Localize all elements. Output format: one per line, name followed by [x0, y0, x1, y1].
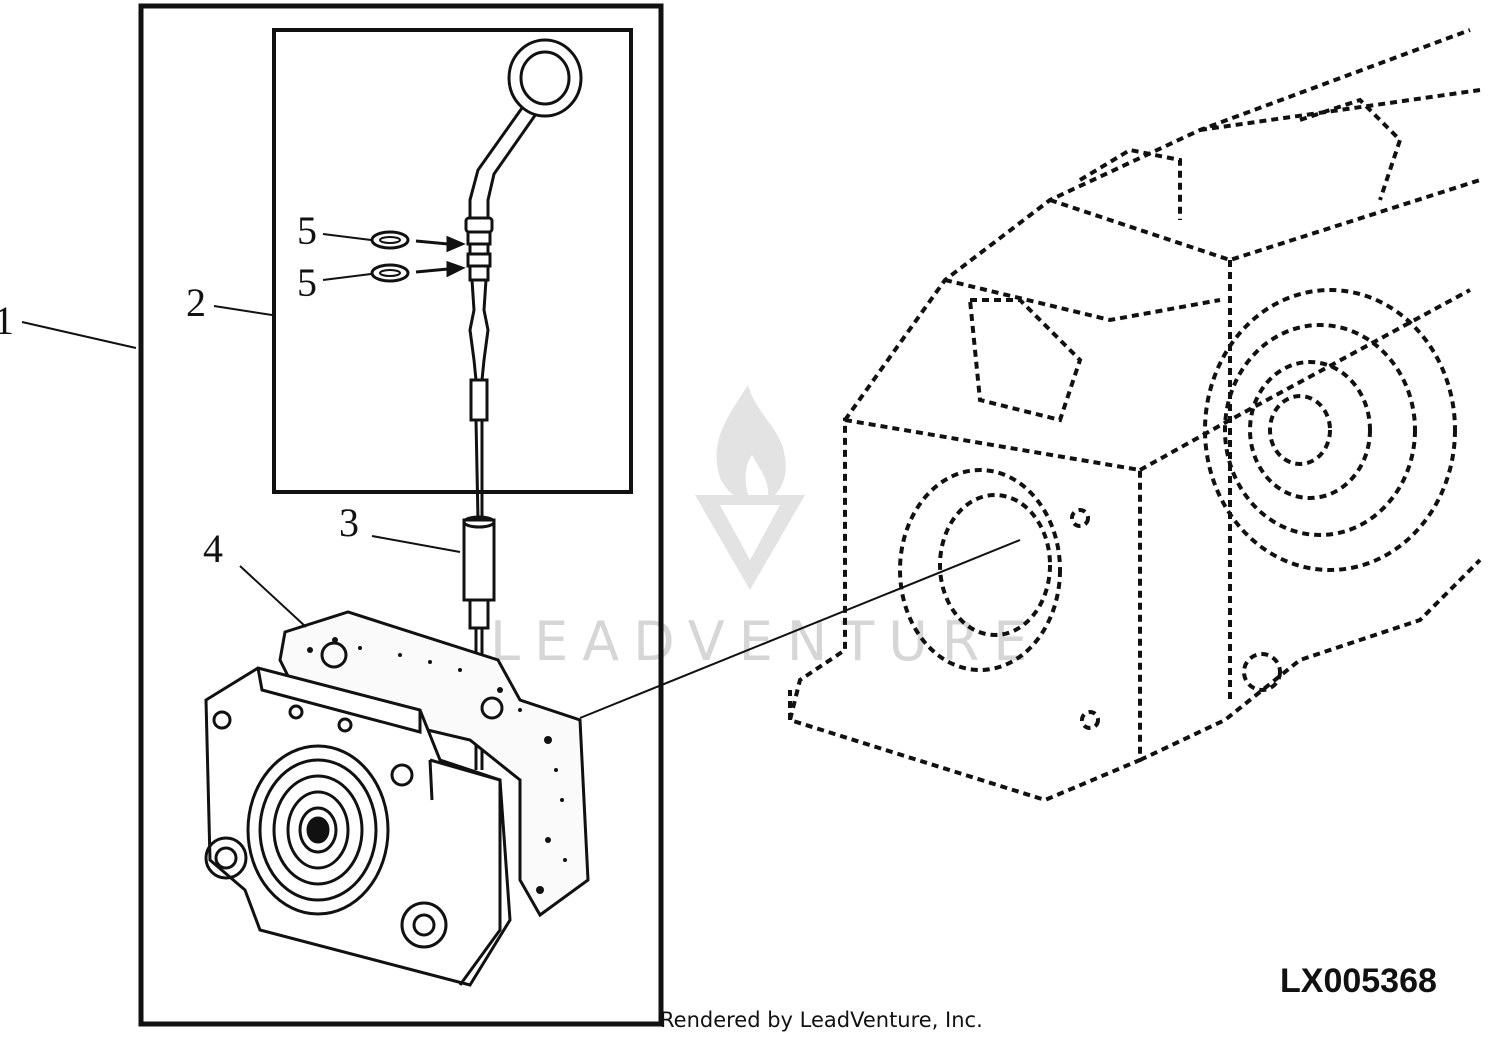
figure-id: LX005368: [1280, 962, 1437, 1000]
o-ring-arrows: [415, 235, 466, 278]
render-credit: Rendered by LeadVenture, Inc.: [660, 1008, 983, 1032]
leader-5b: [322, 273, 372, 281]
pump-cover: [204, 666, 512, 987]
leadventure-watermark: LEADVENTURE: [490, 385, 1041, 673]
kit-to-housing-leader: [579, 539, 1021, 719]
transmission-housing: [787, 28, 1482, 803]
callout-3: 3: [339, 500, 359, 545]
callout-1: 1: [0, 298, 14, 343]
dipstick-inner-frame: [272, 28, 633, 494]
watermark-text: LEADVENTURE: [490, 610, 1041, 673]
callout-4: 4: [203, 526, 223, 571]
callout-leaders: [21, 233, 461, 628]
leader-5a: [322, 233, 372, 241]
leader-4: [239, 565, 307, 628]
o-ring-upper: [370, 230, 410, 250]
callout-5-lower: 5: [297, 260, 317, 305]
dipstick: [464, 38, 583, 521]
kit-outer-frame: [138, 3, 664, 1027]
watermark-v-icon: [695, 495, 805, 590]
o-ring-lower: [370, 263, 410, 283]
watermark-flame-icon: [716, 385, 786, 505]
leader-2: [213, 305, 273, 316]
callout-5-upper: 5: [297, 208, 317, 253]
leader-3: [371, 535, 461, 553]
leader-1: [21, 321, 137, 349]
callout-2: 2: [186, 280, 206, 325]
